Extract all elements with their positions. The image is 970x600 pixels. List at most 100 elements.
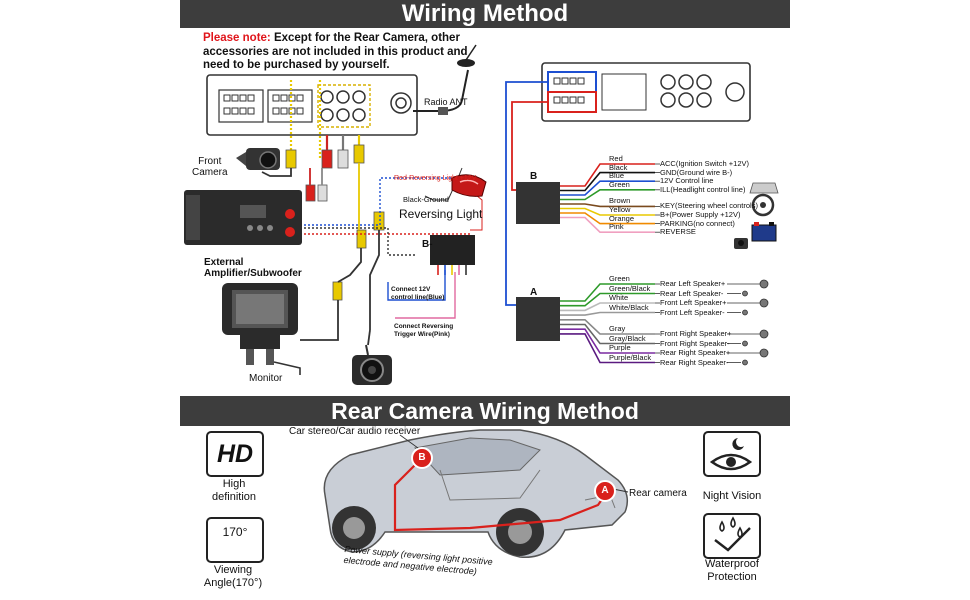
head-unit-right bbox=[541, 62, 751, 122]
connector-b-wire-7 bbox=[560, 212, 655, 225]
water-drops-icon bbox=[714, 516, 751, 552]
connector-b-wire-function-1: ACC(Ignition Switch +12V) bbox=[660, 159, 749, 168]
angle-badge: 170° bbox=[206, 517, 264, 563]
connector-a-wire-color-6: Gray/Black bbox=[609, 333, 646, 343]
connector-a-wire-3 bbox=[560, 302, 655, 312]
rca-plugs bbox=[285, 144, 385, 301]
eye-icon bbox=[709, 438, 753, 471]
speaker-icon-8 bbox=[742, 359, 748, 366]
hd-badge-text: HD bbox=[216, 440, 254, 468]
hd-label: High definition bbox=[211, 478, 257, 503]
speaker-icon-5 bbox=[759, 329, 769, 339]
connector-b-wire-function-6: B+(Power Supply +12V) bbox=[660, 210, 741, 219]
black-ground-label: Black-Ground bbox=[403, 195, 449, 204]
connector-a-wire-2 bbox=[560, 292, 655, 307]
connector-b-wire-function-5: KEY(Steering wheel controls) bbox=[660, 201, 758, 211]
connector-b-wire-8 bbox=[560, 216, 655, 233]
connector-a-wire-function-1: Rear Left Speaker+ bbox=[660, 279, 726, 288]
connector-b-wire-color-7: Orange bbox=[609, 213, 635, 223]
amplifier-icon bbox=[184, 190, 302, 245]
speaker-icon-2 bbox=[742, 290, 748, 297]
hd-badge: HD bbox=[206, 431, 264, 477]
marker-b bbox=[411, 447, 433, 469]
connector-b-wire-5 bbox=[560, 203, 655, 208]
angle-badge-text: 170° bbox=[222, 525, 248, 539]
marker-a bbox=[594, 480, 616, 502]
connector-b-wire-function-7: PARKING(no connect) bbox=[660, 218, 735, 228]
connector-a-wire-function-6: Front Right Speaker- bbox=[660, 338, 730, 348]
head-unit-left bbox=[206, 74, 418, 136]
note-prefix: Please note: bbox=[203, 32, 271, 44]
connector-b-wire-color-1: Red bbox=[609, 154, 623, 163]
connector-a-wire-6 bbox=[560, 323, 655, 345]
rear-camera-label: Rear camera bbox=[629, 488, 687, 499]
connector-b-wire-2 bbox=[560, 171, 655, 192]
battery-icon bbox=[751, 222, 777, 242]
connector-a-wire-color-1: Green bbox=[609, 274, 630, 283]
red-reversing-label: Red-Reversing Light +12V bbox=[394, 175, 477, 182]
connector-a-wire-color-4: White/Black bbox=[609, 302, 649, 312]
connector-b-wire-color-5: Brown bbox=[609, 196, 631, 206]
radio-ant-label: Radio ANT bbox=[424, 97, 468, 107]
connector-a bbox=[516, 297, 560, 341]
marker-a-label: A bbox=[601, 485, 609, 496]
connector-b bbox=[516, 182, 560, 224]
connector-b-wire-color-3: Blue bbox=[609, 171, 625, 181]
connector-b-wire-color-2: Black bbox=[609, 162, 628, 172]
connect-12v-label: Connect 12V control line(Blue) bbox=[391, 286, 445, 301]
connector-b-wire-color-4: Green bbox=[609, 179, 630, 189]
connector-a-label: A bbox=[530, 287, 538, 298]
mini-camera-icon bbox=[734, 238, 748, 249]
connector-a-wire-8 bbox=[560, 333, 655, 364]
connector-b-wire-function-4: ILL(Headlight control line) bbox=[660, 184, 746, 194]
connector-b-wire-3 bbox=[560, 180, 655, 196]
connect-reversing-label: Connect Reversing Trigger Wire(Pink) bbox=[394, 323, 454, 338]
external-amp-label: External Amplifier/Subwoofer bbox=[204, 257, 302, 279]
connector-a-wire-function-2: Rear Left Speaker- bbox=[660, 288, 724, 298]
note-body: Except for the Rear Camera, other access… bbox=[203, 32, 468, 71]
connector-a-wire-function-3: Front Left Speaker+ bbox=[660, 298, 727, 307]
stereo-leader bbox=[399, 434, 419, 449]
b-minus-label: B- bbox=[422, 239, 433, 250]
reversing-light-label: Reversing Light bbox=[399, 207, 483, 221]
angle-label: Viewing Angle(170°) bbox=[203, 564, 263, 589]
connector-a-wire-function-5: Front Right Speaker+ bbox=[660, 329, 732, 338]
monitor-label: Monitor bbox=[249, 373, 283, 384]
steering-wheel-icon bbox=[749, 182, 779, 217]
front-camera-label: Front Camera bbox=[192, 156, 228, 178]
wiring-method-title: Wiring Method bbox=[180, 0, 790, 28]
connector-a-wire-function-8: Rear Right Speaker- bbox=[660, 357, 729, 367]
speaker-icon-3 bbox=[759, 298, 769, 308]
rear-camera-cable bbox=[393, 461, 606, 532]
marker-b-label: B bbox=[418, 452, 426, 463]
control-wires bbox=[300, 167, 483, 319]
connector-b-wire-color-6: Yellow bbox=[609, 205, 631, 214]
connector-a-wire-function-4: Front Left Speaker- bbox=[660, 307, 725, 317]
front-camera-icon bbox=[236, 148, 280, 170]
connector-b-wire-function-3: 12V Control line bbox=[660, 176, 714, 186]
harness-line-a bbox=[505, 81, 548, 306]
car-illustration bbox=[323, 429, 629, 558]
connector-b-label: B bbox=[530, 171, 538, 182]
note-text: Please note: Except for the Rear Camera,… bbox=[203, 32, 473, 73]
connector-a-wire-color-7: Purple bbox=[609, 343, 631, 352]
connector-b-wire-function-2: GND(Ground wire B-) bbox=[660, 167, 733, 177]
rear-camera-wiring-title: Rear Camera Wiring Method bbox=[180, 396, 790, 426]
connector-a-wire-function-7: Rear Right Speaker+ bbox=[660, 348, 731, 357]
connector-b-wire-6 bbox=[560, 207, 655, 216]
waterproof-label: Waterproof Protection bbox=[704, 558, 759, 583]
connector-a-wire-1 bbox=[560, 283, 655, 302]
connector-a-wire-color-5: Gray bbox=[609, 324, 626, 333]
connector-a-wire-color-2: Green/Black bbox=[609, 283, 651, 293]
connector-b-wire-function-8: REVERSE bbox=[660, 227, 696, 237]
harness-line-b bbox=[511, 101, 548, 191]
car-stereo-label: Car stereo/Car audio receiver bbox=[289, 426, 421, 437]
connector-b-wire-1 bbox=[560, 163, 655, 187]
connector-b-wire-color-8: Pink bbox=[609, 222, 624, 232]
speaker-icon-6 bbox=[742, 340, 748, 347]
connector-a-wire-5 bbox=[560, 319, 655, 335]
night-vision-badge bbox=[703, 431, 761, 477]
connector-a-wire-color-3: White bbox=[609, 293, 629, 302]
rear-camera-icon bbox=[352, 344, 392, 385]
